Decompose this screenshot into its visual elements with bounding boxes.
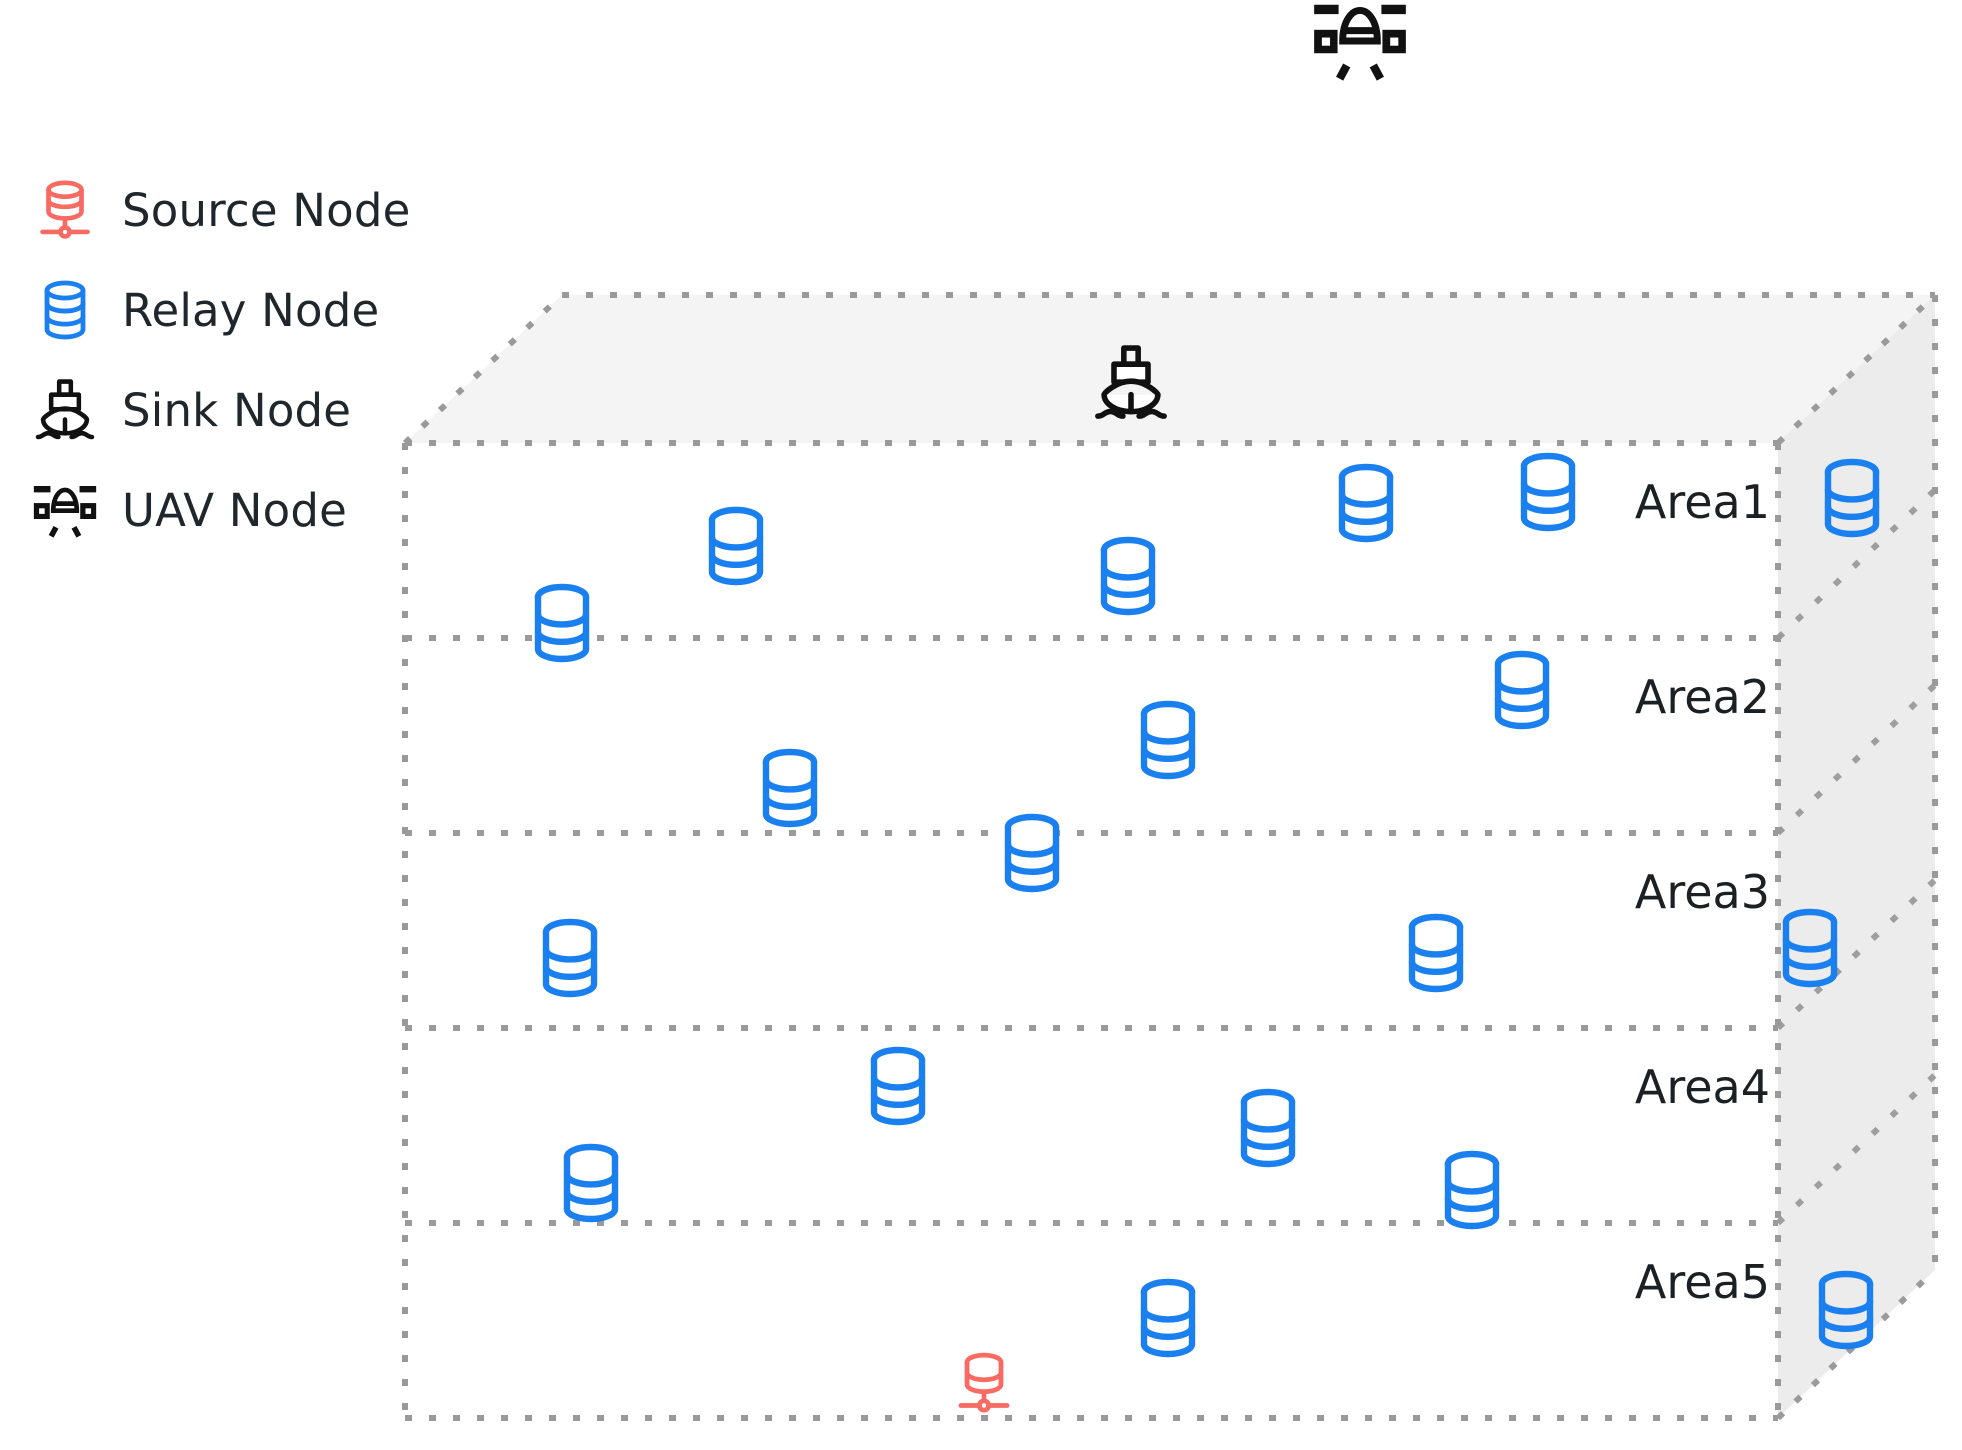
relay-node xyxy=(1478,646,1566,738)
source-node-icon xyxy=(26,171,104,249)
relay-node xyxy=(1124,1274,1212,1366)
relay-node xyxy=(854,1042,942,1134)
relay-node xyxy=(692,502,780,594)
relay-node xyxy=(547,1139,635,1231)
area-label-5: Area5 xyxy=(1634,1255,1770,1309)
relay-node xyxy=(1392,909,1480,1001)
right-face-separators xyxy=(1775,487,1938,1226)
area-label-3: Area3 xyxy=(1634,865,1770,919)
legend-label-relay-node: Relay Node xyxy=(122,283,380,337)
relay-node xyxy=(526,914,614,1006)
source-node-bottom xyxy=(947,1346,1021,1424)
relay-node xyxy=(1322,459,1410,551)
legend-label-uav-node: UAV Node xyxy=(122,483,347,537)
area-label-1: Area1 xyxy=(1634,475,1770,529)
legend-item-uav-node: UAV Node xyxy=(26,460,446,560)
uav-node-top xyxy=(1307,0,1413,92)
relay-node xyxy=(1504,448,1592,540)
relay-node xyxy=(1766,904,1854,996)
relay-node xyxy=(988,809,1076,901)
relay-node xyxy=(1808,454,1896,546)
relay-node xyxy=(1802,1266,1890,1358)
relay-node xyxy=(1124,696,1212,788)
relay-node xyxy=(1084,532,1172,624)
area-label-4: Area4 xyxy=(1634,1060,1770,1114)
legend-item-sink-node: Sink Node xyxy=(26,360,446,460)
legend-item-source-node: Source Node xyxy=(26,160,446,260)
legend-label-sink-node: Sink Node xyxy=(122,383,352,437)
relay-node xyxy=(518,579,606,671)
uav-node-icon xyxy=(26,471,104,549)
relay-node-icon xyxy=(26,271,104,349)
area-label-2: Area2 xyxy=(1634,670,1770,724)
relay-node xyxy=(1224,1084,1312,1176)
sink-node-icon xyxy=(26,371,104,449)
relay-node xyxy=(746,744,834,836)
legend-item-relay-node: Relay Node xyxy=(26,260,446,360)
relay-node xyxy=(1428,1146,1516,1238)
legend: Source Node Relay Node xyxy=(26,160,446,560)
sink-node-surface xyxy=(1088,340,1174,430)
legend-label-source-node: Source Node xyxy=(122,183,411,237)
